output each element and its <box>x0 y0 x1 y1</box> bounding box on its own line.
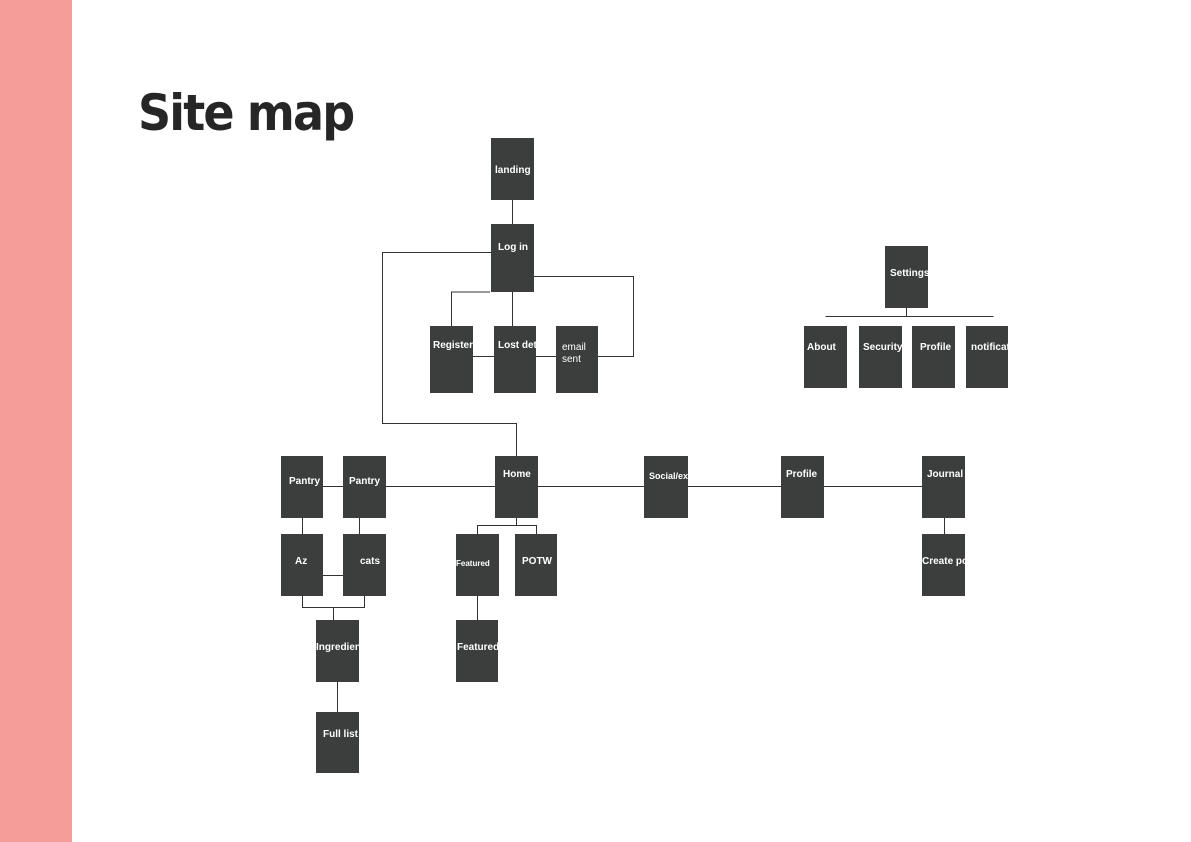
page-title: Site map <box>138 84 355 142</box>
node-pantry-1[interactable]: Pantry <box>281 456 323 518</box>
node-ingredients[interactable]: Ingredien <box>316 620 359 682</box>
edge-home-featured-potw <box>477 518 537 534</box>
node-email-sent[interactable]: email sent <box>556 326 598 393</box>
node-label: notificat <box>971 342 1008 353</box>
node-label: Profile <box>920 342 952 353</box>
node-featured-1[interactable]: Featured <box>456 534 499 596</box>
edge-login-email-sent <box>534 276 634 357</box>
node-journal[interactable]: Journal <box>922 456 965 518</box>
node-lost-det[interactable]: Lost det <box>494 326 536 393</box>
node-label: Home <box>503 469 531 480</box>
node-potw[interactable]: POTW <box>515 534 557 596</box>
node-create-post[interactable]: Create pos <box>922 534 965 596</box>
accent-sidebar <box>0 0 72 842</box>
node-notifications[interactable]: notificat <box>966 326 1008 388</box>
node-label: Az <box>295 556 308 567</box>
node-label: Pantry <box>349 476 381 487</box>
node-label: cats <box>360 556 381 567</box>
node-full-list[interactable]: Full list <box>316 712 359 773</box>
node-label: About <box>807 342 836 353</box>
node-security[interactable]: Security <box>859 326 902 388</box>
node-label: Journal <box>927 469 964 480</box>
node-pantry-2[interactable]: Pantry <box>343 456 386 518</box>
node-label: Log in <box>498 242 528 253</box>
edge-login-register <box>451 291 490 326</box>
node-label: Settings <box>890 268 928 279</box>
node-register[interactable]: Register <box>430 326 473 393</box>
edge-az-cats-ingredients <box>302 596 365 608</box>
node-cats[interactable]: cats <box>343 534 386 596</box>
node-featured-2[interactable]: Featured <box>456 620 498 682</box>
node-label: Register <box>433 340 473 351</box>
node-social[interactable]: Social/ex <box>644 456 688 518</box>
node-settings[interactable]: Settings <box>885 246 928 308</box>
edge-login-home <box>382 252 517 456</box>
node-landing[interactable]: landing <box>491 138 534 200</box>
node-label: Ingredien <box>316 642 359 653</box>
node-settings-profile[interactable]: Profile <box>912 326 955 388</box>
node-home[interactable]: Home <box>495 456 538 518</box>
node-label: POTW <box>522 556 552 567</box>
node-about[interactable]: About <box>804 326 847 388</box>
node-label: Featured <box>457 642 498 653</box>
node-label: Featured <box>456 559 490 568</box>
node-label: Profile <box>786 469 818 480</box>
node-profile[interactable]: Profile <box>781 456 824 518</box>
node-label: Pantry <box>289 476 321 487</box>
node-label: email sent <box>562 342 586 365</box>
node-label: Lost det <box>498 340 536 351</box>
node-label: landing <box>495 165 531 176</box>
node-login[interactable]: Log in <box>491 224 534 292</box>
node-label: Security <box>863 342 902 353</box>
node-label: Create pos <box>922 556 965 567</box>
node-label: Full list <box>323 729 358 740</box>
node-label: Social/ex <box>649 471 688 481</box>
node-az[interactable]: Az <box>281 534 323 596</box>
